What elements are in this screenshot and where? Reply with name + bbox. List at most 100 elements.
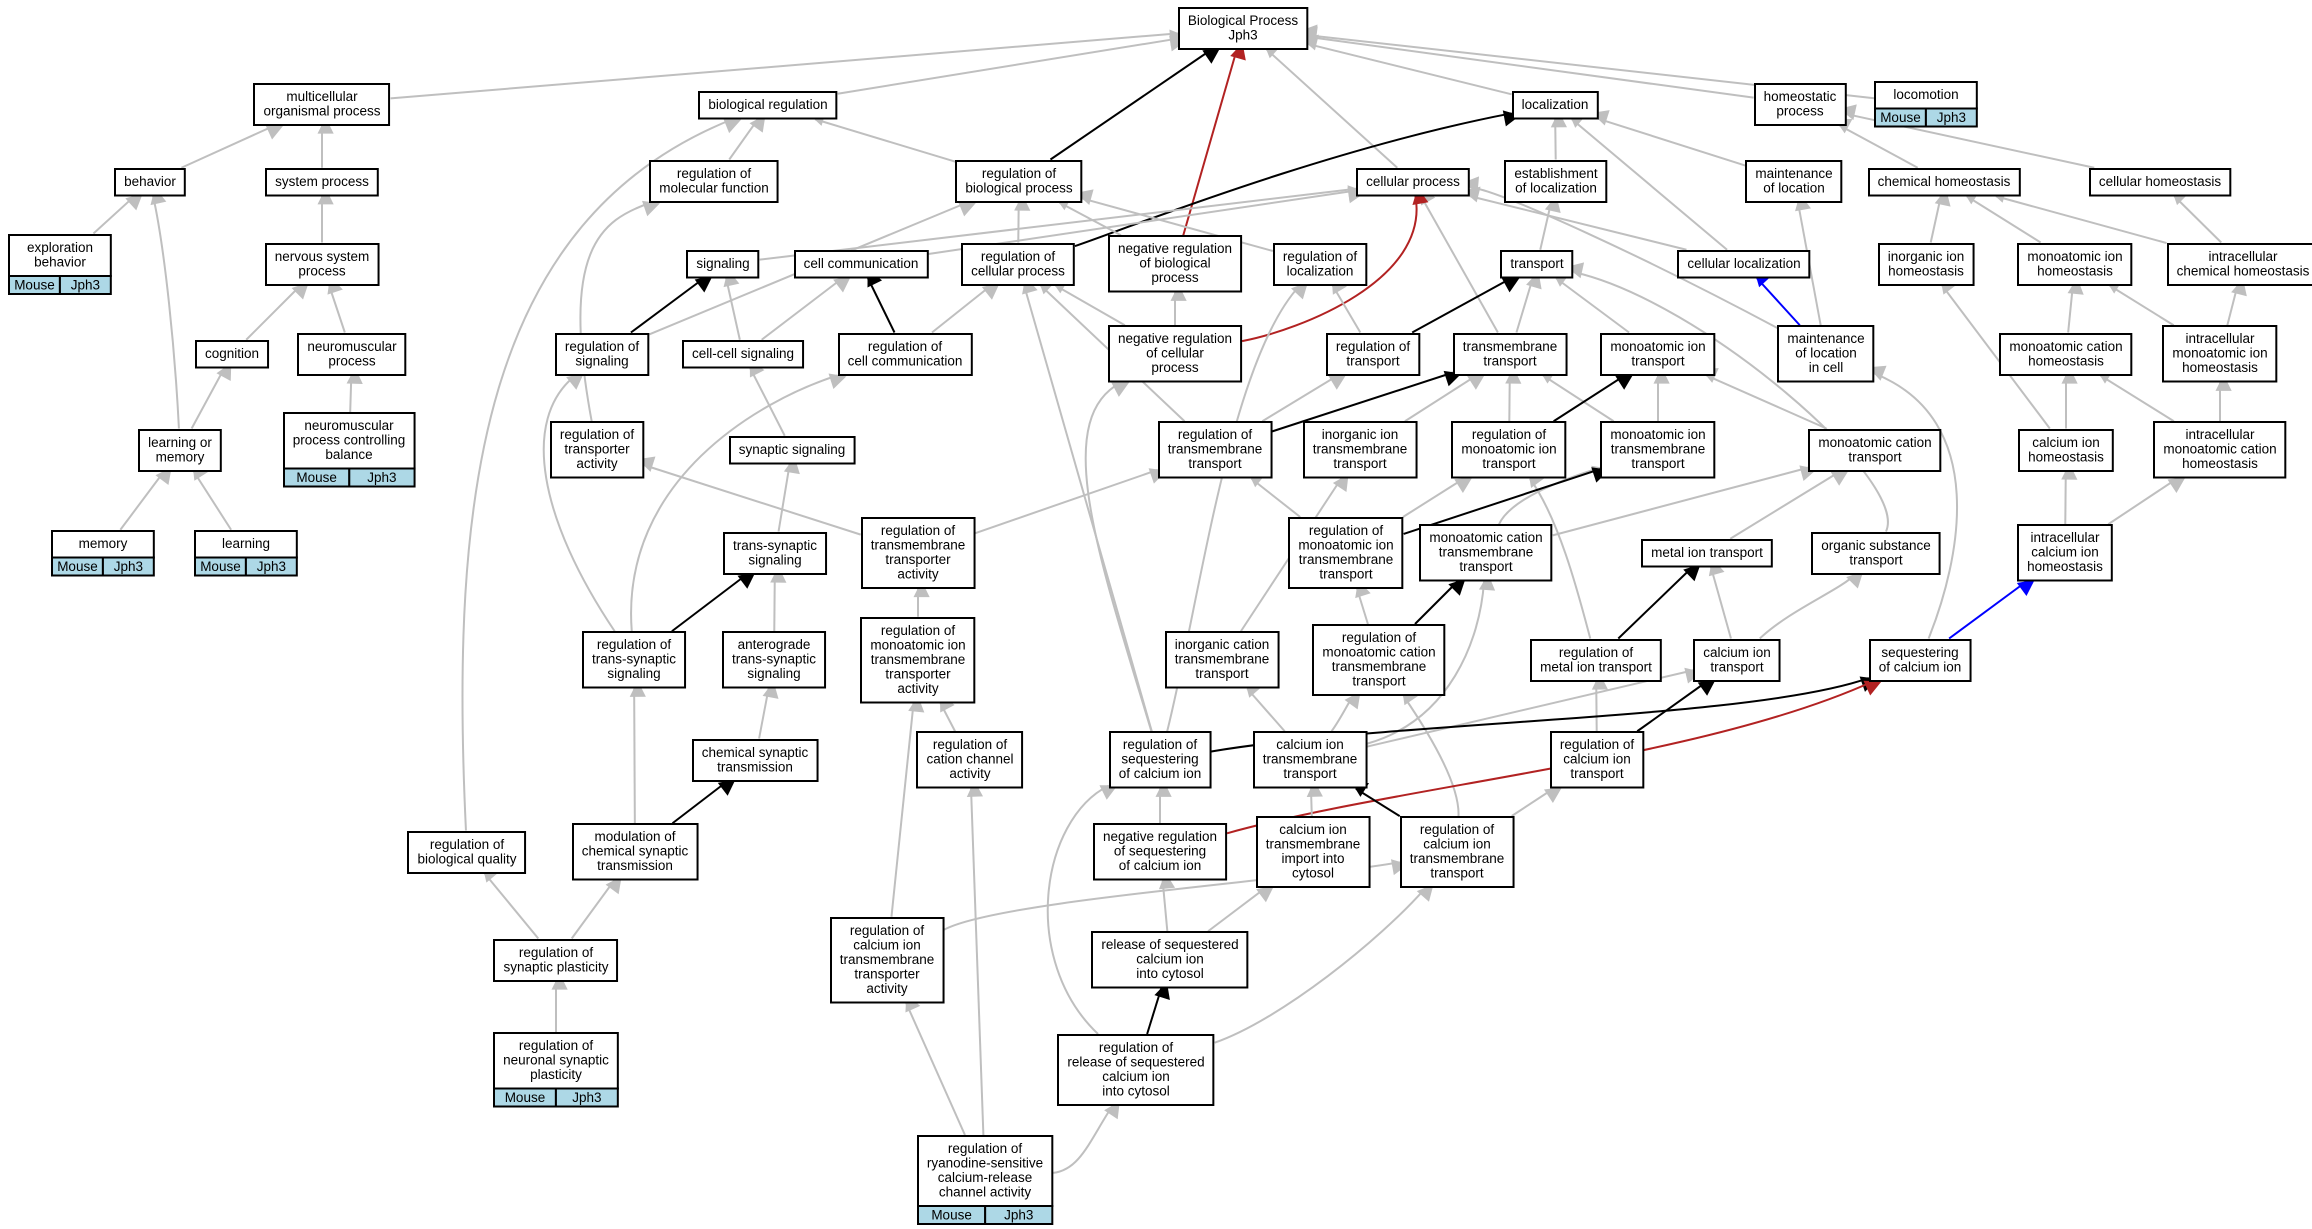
- go-node-regryr[interactable]: regulation ofryanodine-sensitivecalcium-…: [917, 1135, 1054, 1225]
- go-node-breg[interactable]: biological regulation: [698, 91, 838, 120]
- go-node-loc[interactable]: localization: [1512, 91, 1599, 120]
- go-node-ccsig[interactable]: cell-cell signaling: [682, 340, 805, 369]
- go-node-regtmtransporter[interactable]: regulation oftransmembranetransporteract…: [861, 517, 976, 589]
- go-node-cognition[interactable]: cognition: [195, 340, 270, 369]
- edge-learning-to-learnmem: [192, 462, 232, 531]
- go-node-cellloc[interactable]: cellular localization: [1677, 250, 1811, 279]
- go-node-cellcomm[interactable]: cell communication: [794, 250, 929, 279]
- node-label-line: monoatomic cation: [2163, 442, 2276, 457]
- go-node-behavior[interactable]: behavior: [114, 168, 186, 197]
- go-node-chemhomeo[interactable]: chemical homeostasis: [1868, 168, 2021, 197]
- go-node-cellhomeo[interactable]: cellular homeostasis: [2089, 168, 2232, 197]
- node-box: [407, 831, 527, 874]
- node-box: [493, 939, 619, 982]
- node-label-line: transport: [1283, 766, 1337, 781]
- node-label-line: homeostasis: [2028, 450, 2104, 465]
- edge-negregseqca-to-seqca: [1226, 680, 1882, 835]
- node-label-line: chemical synaptic: [702, 745, 809, 760]
- go-node-transport[interactable]: transport: [1500, 250, 1574, 279]
- go-node-metaltransport[interactable]: metal ion transport: [1641, 539, 1773, 568]
- go-node-cellproc[interactable]: cellular process: [1356, 168, 1470, 197]
- go-node-signaling[interactable]: signaling: [686, 250, 760, 279]
- node-label-line: of calcium ion: [1119, 766, 1202, 781]
- node-box: [1158, 421, 1273, 479]
- annotation-gene: Jph3: [114, 559, 143, 574]
- edge-cellproc-to-root: [1263, 41, 1398, 169]
- node-box: [860, 617, 976, 704]
- edge-mop-to-root: [390, 29, 1187, 100]
- node-label-line: intracellular: [2185, 331, 2255, 346]
- edge-tmtransport-to-transport: [1515, 271, 1542, 333]
- annotation-cell: [984, 1205, 1054, 1225]
- go-node-sysproc[interactable]: system process: [265, 168, 379, 197]
- go-node-synsig[interactable]: synaptic signaling: [729, 436, 856, 465]
